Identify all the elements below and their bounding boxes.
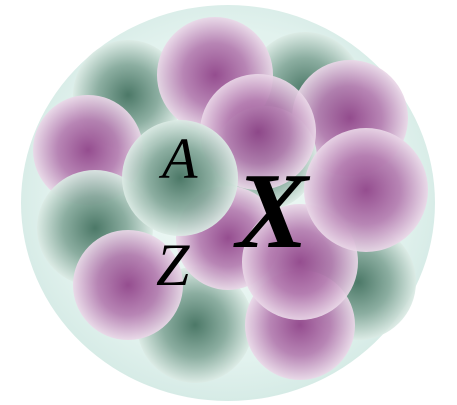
atomic-number-label: Z (156, 232, 190, 298)
element-symbol-label: X (233, 152, 311, 271)
proton-sphere (304, 128, 428, 252)
mass-number-label: A (158, 126, 198, 191)
